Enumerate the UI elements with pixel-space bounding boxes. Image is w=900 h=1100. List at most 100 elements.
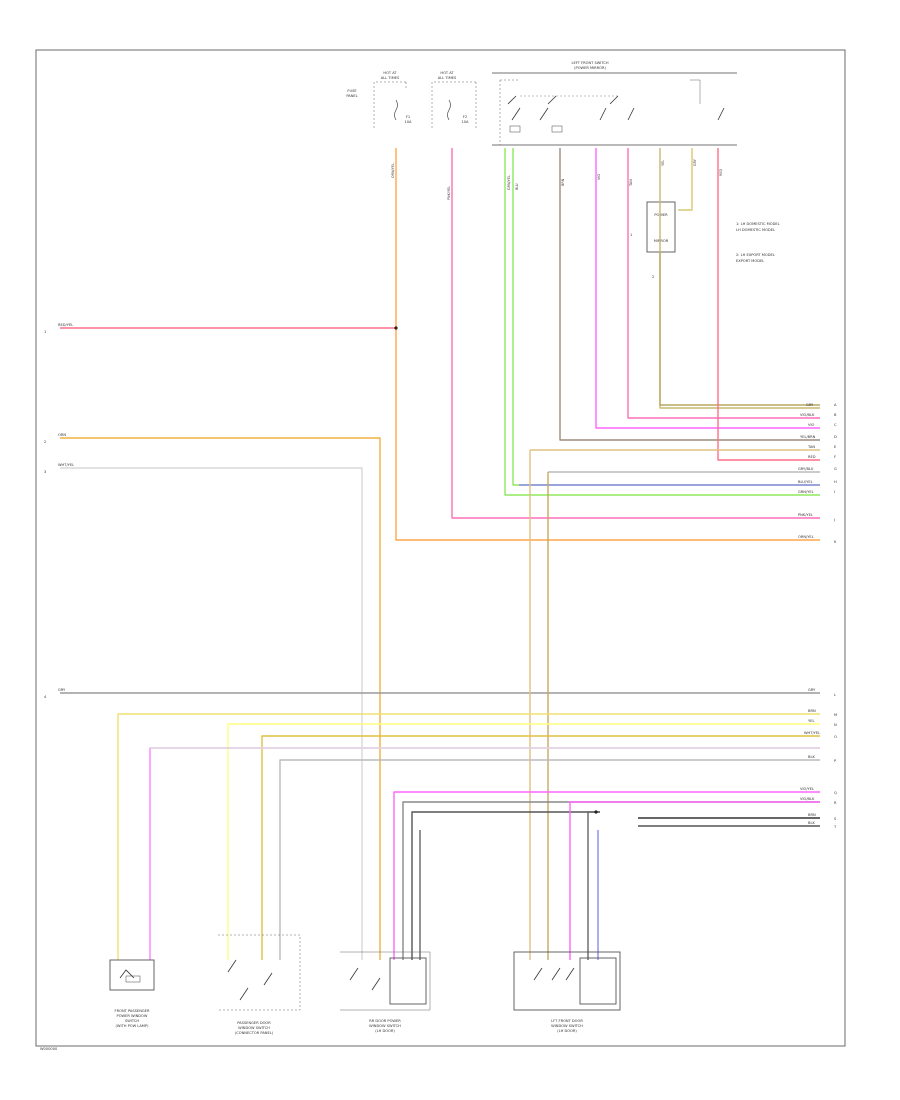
- left-wire-label-2: ORN: [58, 433, 66, 437]
- fuse-block-1-title-2: ALL TIMES: [381, 76, 400, 80]
- component-lft-front-door-switch: LFT FRONT DOOR WINDOW SWITCH (LH DOOR): [513, 951, 621, 1033]
- svg-text:TAN: TAN: [629, 179, 633, 187]
- svg-text:VIO: VIO: [808, 423, 815, 427]
- svg-text:K: K: [834, 540, 837, 544]
- svg-text:PNK/YEL: PNK/YEL: [798, 513, 813, 517]
- svg-text:MIRROR: MIRROR: [654, 239, 669, 243]
- splices: [394, 326, 598, 814]
- svg-text:GRN/YEL: GRN/YEL: [507, 175, 511, 190]
- svg-text:BLU/YEL: BLU/YEL: [798, 480, 813, 484]
- svg-text:WINDOW SWITCH: WINDOW SWITCH: [551, 1024, 583, 1028]
- svg-text:Q: Q: [834, 791, 837, 795]
- svg-text:BRN: BRN: [808, 813, 816, 817]
- component-passenger-door-switch: PASSENGER DOOR WINDOW SWITCH (CONNECTOR …: [218, 934, 301, 1035]
- svg-text:A: A: [834, 403, 837, 407]
- diagram-frame: [35, 49, 846, 1047]
- fuse-block-2-title-2: ALL TIMES: [438, 76, 457, 80]
- svg-text:(LH DOOR): (LH DOOR): [375, 1029, 395, 1033]
- svg-text:FRONT PASSENGER: FRONT PASSENGER: [115, 1009, 150, 1013]
- svg-text:FUSE: FUSE: [347, 89, 357, 93]
- fuse-block-1: HOT AT ALL TIMES F1 10A: [373, 71, 412, 130]
- svg-text:GRY: GRY: [806, 403, 814, 407]
- switch-block-title-2: (POWER MIRROR): [574, 66, 606, 70]
- svg-text:RR DOOR POWER: RR DOOR POWER: [369, 1019, 401, 1023]
- svg-text:J: J: [833, 518, 835, 522]
- left-wire-label-3: WHT/YEL: [58, 463, 74, 467]
- svg-text:WHT/YEL: WHT/YEL: [804, 731, 820, 735]
- svg-text:ORN/YEL: ORN/YEL: [798, 535, 814, 539]
- fuse-1-id: F1: [406, 115, 410, 119]
- svg-text:WINDOW SWITCH: WINDOW SWITCH: [369, 1024, 401, 1028]
- svg-text:O: O: [834, 735, 837, 739]
- svg-text:BLU: BLU: [515, 183, 519, 190]
- svg-text:VIO/BLK: VIO/BLK: [800, 797, 815, 801]
- svg-text:WINDOW SWITCH: WINDOW SWITCH: [238, 1026, 270, 1030]
- svg-text:4: 4: [44, 695, 47, 699]
- svg-text:1: 1: [630, 233, 632, 237]
- diagram-code: W000000: [40, 1047, 58, 1051]
- fuse-block-1-title-1: HOT AT: [383, 71, 397, 75]
- left-front-switch-block: LEFT FRONT SWITCH (POWER MIRROR): [492, 61, 737, 146]
- svg-text:YEL: YEL: [661, 160, 665, 166]
- svg-text:H: H: [834, 480, 837, 484]
- svg-text:ORN/YEL: ORN/YEL: [391, 163, 395, 178]
- svg-text:RED: RED: [719, 169, 723, 176]
- svg-text:RED: RED: [808, 455, 816, 459]
- fuse-2-id: F2: [463, 115, 467, 119]
- svg-text:L: L: [834, 693, 836, 697]
- right-wire-labels: GRY A VIO/BLK B VIO C YEL/BRN D TAN E RE…: [798, 403, 837, 829]
- left-wire-label-1: RED/YEL: [58, 323, 73, 327]
- svg-text:1: 1: [44, 330, 46, 334]
- fuse-block-2: HOT AT ALL TIMES F2 10A: [431, 71, 477, 130]
- svg-text:GRY/BLU: GRY/BLU: [798, 467, 814, 471]
- notes: 1: LH DOMESTIC MODEL LH DOMESTIC MODEL 2…: [736, 222, 780, 263]
- svg-text:POWER WINDOW: POWER WINDOW: [117, 1014, 148, 1018]
- svg-text:C: C: [834, 423, 837, 427]
- svg-text:(WITH POW LAMP): (WITH POW LAMP): [116, 1024, 150, 1028]
- vertical-wire-tags: ORN/YEL PNK/YEL GRN/YEL BLU BRN VIO TAN …: [391, 158, 723, 200]
- note-2b: EXPORT MODEL: [736, 259, 764, 263]
- svg-text:POWER: POWER: [654, 213, 668, 217]
- fuse-panel-label: FUSE PANEL: [346, 89, 357, 98]
- svg-text:R: R: [834, 801, 837, 805]
- fuse-2-rating: 10A: [461, 120, 469, 124]
- wires: [60, 148, 820, 960]
- component-rr-door-switch: RR DOOR POWER WINDOW SWITCH (LH DOOR): [340, 951, 431, 1033]
- switch-block-title-1: LEFT FRONT SWITCH: [571, 61, 608, 65]
- note-1b: LH DOMESTIC MODEL: [736, 228, 775, 232]
- svg-text:G: G: [834, 467, 837, 471]
- svg-text:B: B: [834, 413, 837, 417]
- svg-text:(LH DOOR): (LH DOOR): [557, 1029, 577, 1033]
- fuse-block-2-title-1: HOT AT: [440, 71, 454, 75]
- left-wire-labels: 1 RED/YEL 2 ORN 3 WHT/YEL 4 GRY: [44, 323, 74, 699]
- svg-text:S: S: [834, 817, 837, 821]
- svg-text:BLK: BLK: [808, 821, 815, 825]
- svg-text:M: M: [834, 713, 837, 717]
- svg-text:PANEL: PANEL: [346, 94, 357, 98]
- svg-text:TAN: TAN: [807, 445, 815, 449]
- svg-text:SWITCH: SWITCH: [125, 1019, 139, 1023]
- svg-text:GRN/YEL: GRN/YEL: [798, 490, 814, 494]
- svg-text:PASSENGER DOOR: PASSENGER DOOR: [237, 1021, 271, 1025]
- svg-text:2: 2: [44, 440, 46, 444]
- svg-text:GRY: GRY: [693, 158, 697, 166]
- svg-text:BRN: BRN: [808, 709, 816, 713]
- svg-text:F: F: [834, 455, 836, 459]
- svg-text:VIO/BLK: VIO/BLK: [800, 413, 815, 417]
- svg-text:BRN: BRN: [561, 178, 565, 186]
- left-wire-label-4: GRY: [58, 688, 66, 692]
- svg-text:YEL: YEL: [808, 719, 814, 723]
- svg-text:2: 2: [652, 275, 654, 279]
- svg-text:VIO/YEL: VIO/YEL: [800, 787, 814, 791]
- svg-text:P: P: [834, 759, 837, 763]
- svg-text:N: N: [834, 723, 837, 727]
- svg-text:BLK: BLK: [808, 755, 815, 759]
- svg-text:VIO: VIO: [597, 174, 601, 180]
- component-front-passenger-switch: FRONT PASSENGER POWER WINDOW SWITCH (WIT…: [109, 959, 155, 1028]
- note-2a: 2: LH EXPORT MODEL: [736, 253, 775, 257]
- svg-text:3: 3: [44, 470, 46, 474]
- svg-text:LFT FRONT DOOR: LFT FRONT DOOR: [551, 1019, 583, 1023]
- svg-text:I: I: [834, 490, 835, 494]
- svg-text:PNK/YEL: PNK/YEL: [447, 186, 451, 200]
